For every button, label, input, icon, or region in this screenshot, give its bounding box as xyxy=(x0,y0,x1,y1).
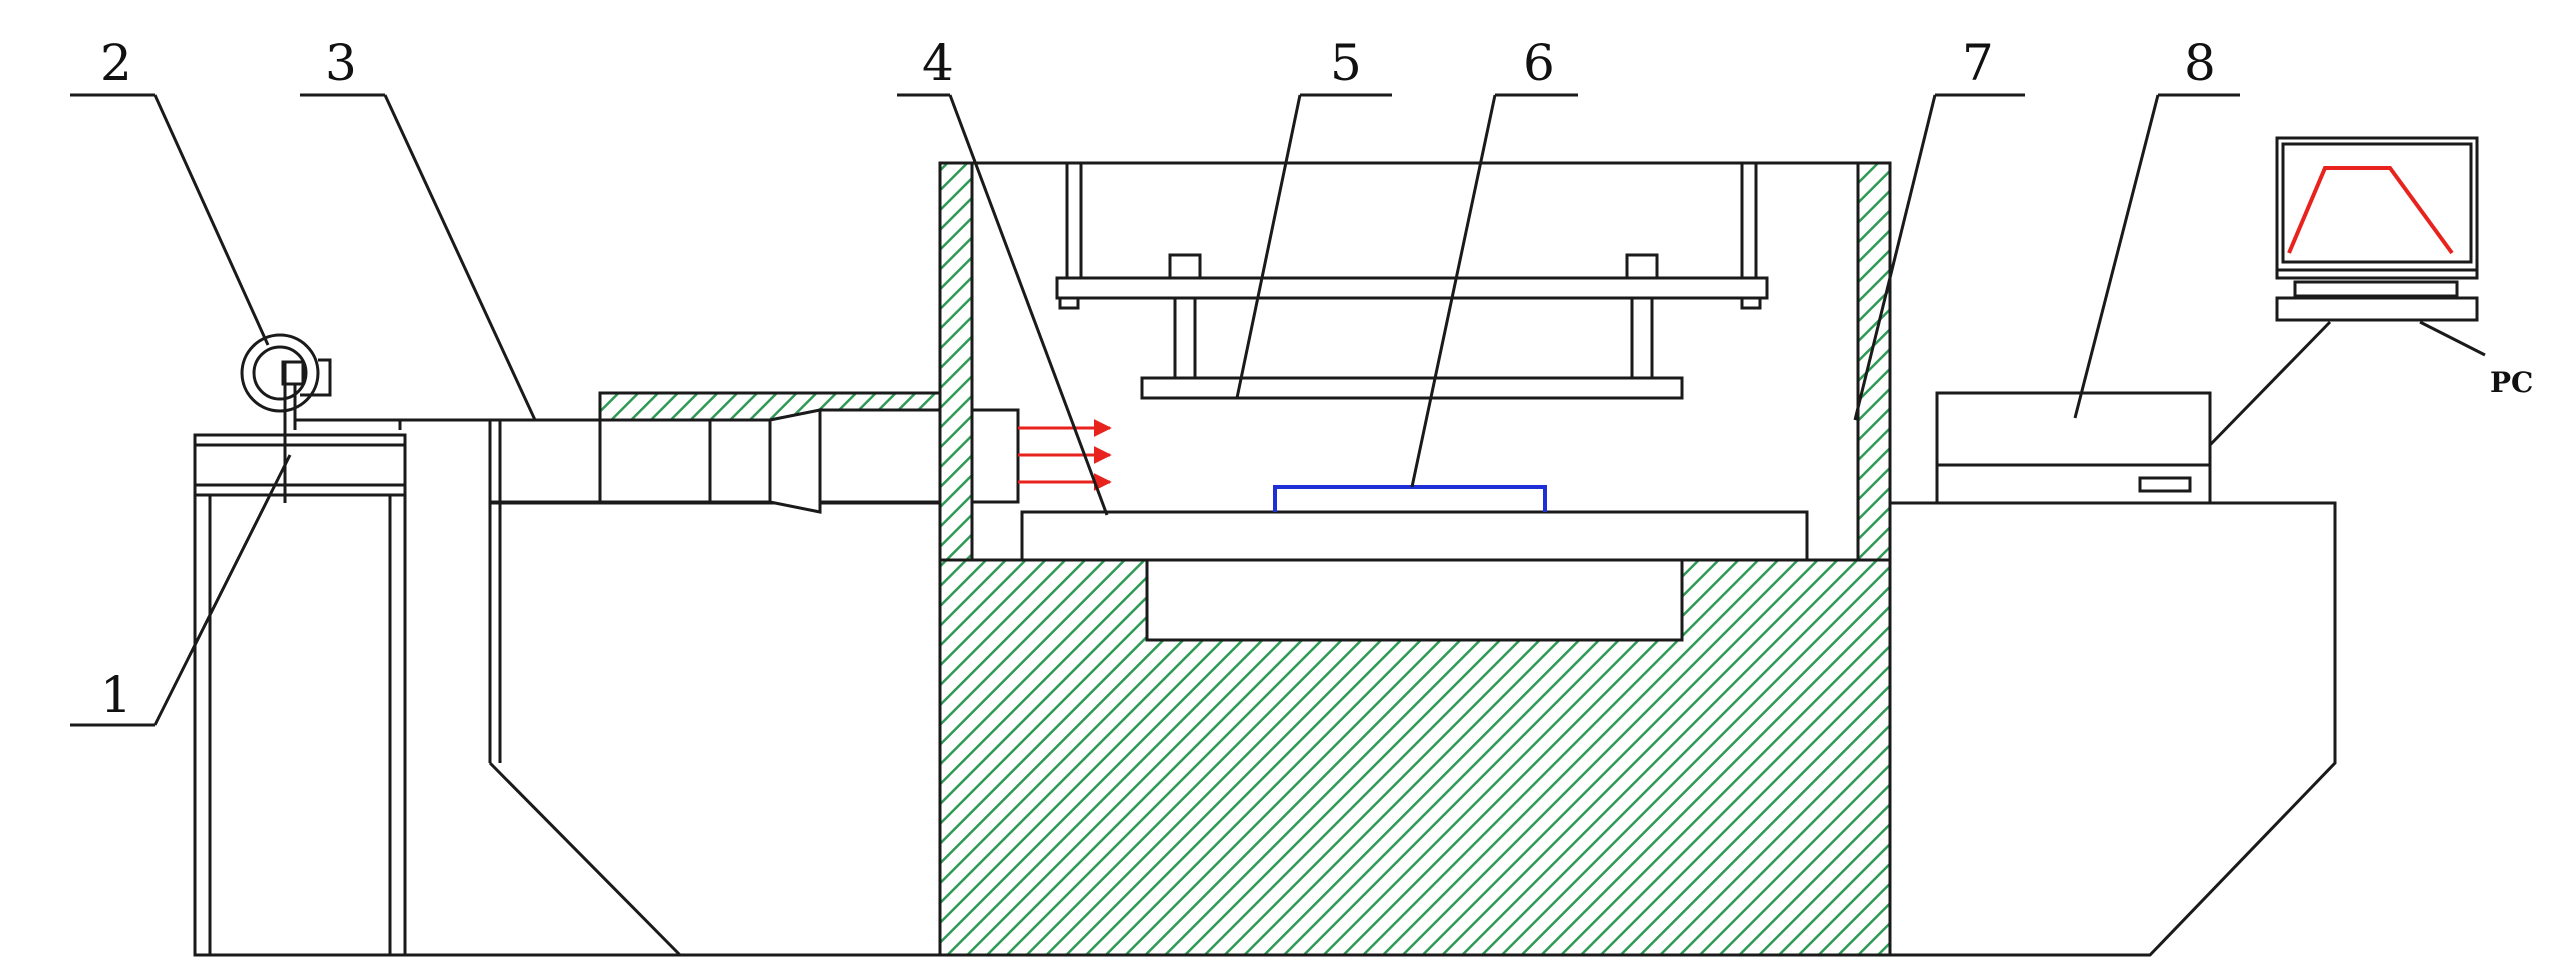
label-6: 6 xyxy=(1523,34,1555,92)
label-1: 1 xyxy=(100,666,132,724)
label-4: 4 xyxy=(922,34,954,92)
label-3: 3 xyxy=(325,34,357,92)
label-pc: PC xyxy=(2490,366,2533,399)
label-8: 8 xyxy=(2184,34,2216,92)
fan xyxy=(240,333,332,413)
label-2: 2 xyxy=(100,34,132,92)
airflow-arrows xyxy=(1018,419,1112,491)
chamber xyxy=(938,161,1892,957)
label-7: 7 xyxy=(1962,34,1994,92)
left-stand xyxy=(193,433,407,957)
pc-monitor xyxy=(2275,136,2486,357)
top-fixture xyxy=(1055,161,1769,400)
control-box xyxy=(1935,320,2332,505)
leader-lines xyxy=(70,93,2240,727)
labels: 1 2 3 4 5 6 7 8 PC xyxy=(100,34,2533,724)
duct xyxy=(295,391,1020,514)
sample xyxy=(1273,485,1547,512)
label-5: 5 xyxy=(1330,34,1362,92)
temperature-curve xyxy=(2287,166,2454,255)
